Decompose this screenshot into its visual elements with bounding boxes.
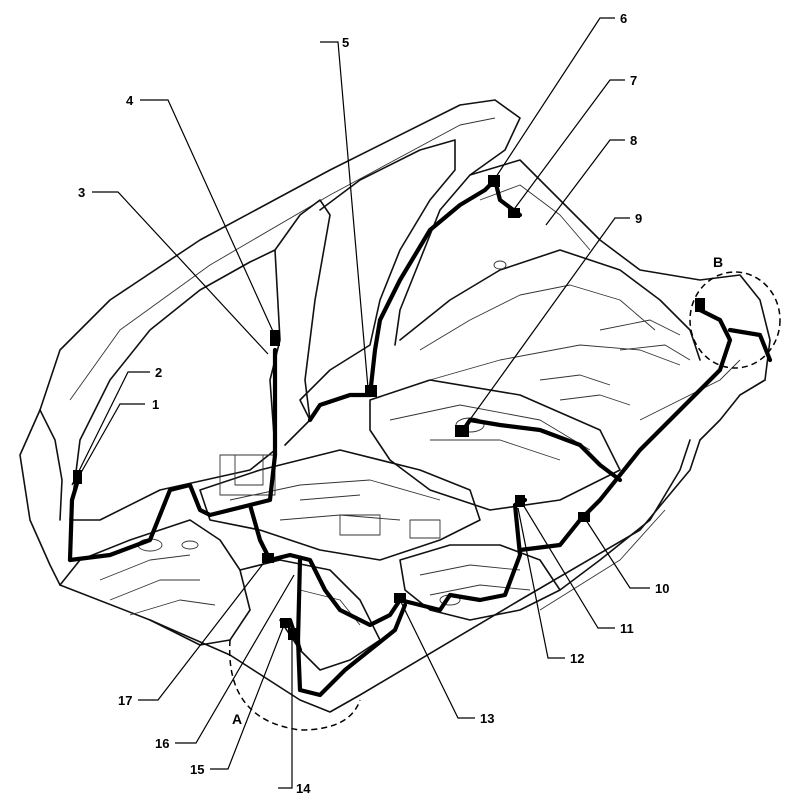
- leader-1: [77, 403, 145, 479]
- leader-10: [583, 516, 650, 589]
- zone-a-label: A: [232, 711, 242, 727]
- callout-16: 16: [155, 736, 169, 751]
- callout-11: 11: [620, 621, 634, 636]
- leader-8: [545, 139, 625, 226]
- callout-2: 2: [155, 365, 162, 380]
- car-body-shell: [19, 99, 771, 713]
- leader-17: [138, 559, 267, 701]
- callout-7: 7: [630, 73, 637, 88]
- callout-15: 15: [190, 762, 204, 777]
- callout-3: 3: [78, 185, 85, 200]
- leader-lines: [71, 17, 650, 789]
- leader-7: [511, 79, 625, 213]
- leader-14: [278, 638, 293, 789]
- leader-4: [140, 99, 277, 339]
- leader-3: [92, 191, 269, 355]
- harness-connectors: [73, 175, 705, 640]
- connector-1: [73, 470, 82, 484]
- connector-17: [262, 553, 274, 563]
- leader-12: [517, 507, 565, 659]
- callout-17: 17: [118, 693, 132, 708]
- callout-8: 8: [630, 133, 637, 148]
- leader-9: [460, 217, 630, 433]
- connector-13: [394, 593, 406, 603]
- leader-5: [320, 41, 369, 389]
- connector-11: [515, 495, 525, 507]
- callout-1: 1: [152, 397, 159, 412]
- connector-b: [695, 298, 705, 312]
- callout-6: 6: [620, 11, 627, 26]
- connector-4: [270, 330, 280, 346]
- callout-9: 9: [635, 211, 642, 226]
- callout-13: 13: [480, 711, 494, 726]
- callout-10: 10: [655, 581, 669, 596]
- connector-15: [280, 618, 290, 628]
- callout-labels: 1 2 3 4 5 6 7 8 9 10 11 12 13 14 15 16 1…: [78, 11, 669, 796]
- zone-a: A: [228, 639, 361, 731]
- leader-6: [493, 17, 615, 181]
- connector-6: [488, 175, 500, 187]
- connector-14: [288, 628, 298, 640]
- callout-5: 5: [342, 35, 349, 50]
- connector-7: [508, 208, 520, 218]
- callout-14: 14: [296, 781, 311, 796]
- callout-12: 12: [570, 651, 584, 666]
- leader-16: [175, 574, 295, 744]
- leader-13: [399, 599, 475, 719]
- leader-15: [210, 624, 285, 770]
- leader-2: [71, 371, 150, 486]
- zone-b-label: B: [713, 254, 723, 270]
- callout-4: 4: [126, 93, 134, 108]
- zone-b: B: [689, 254, 781, 369]
- connector-5: [365, 385, 377, 397]
- leader-11: [521, 502, 615, 629]
